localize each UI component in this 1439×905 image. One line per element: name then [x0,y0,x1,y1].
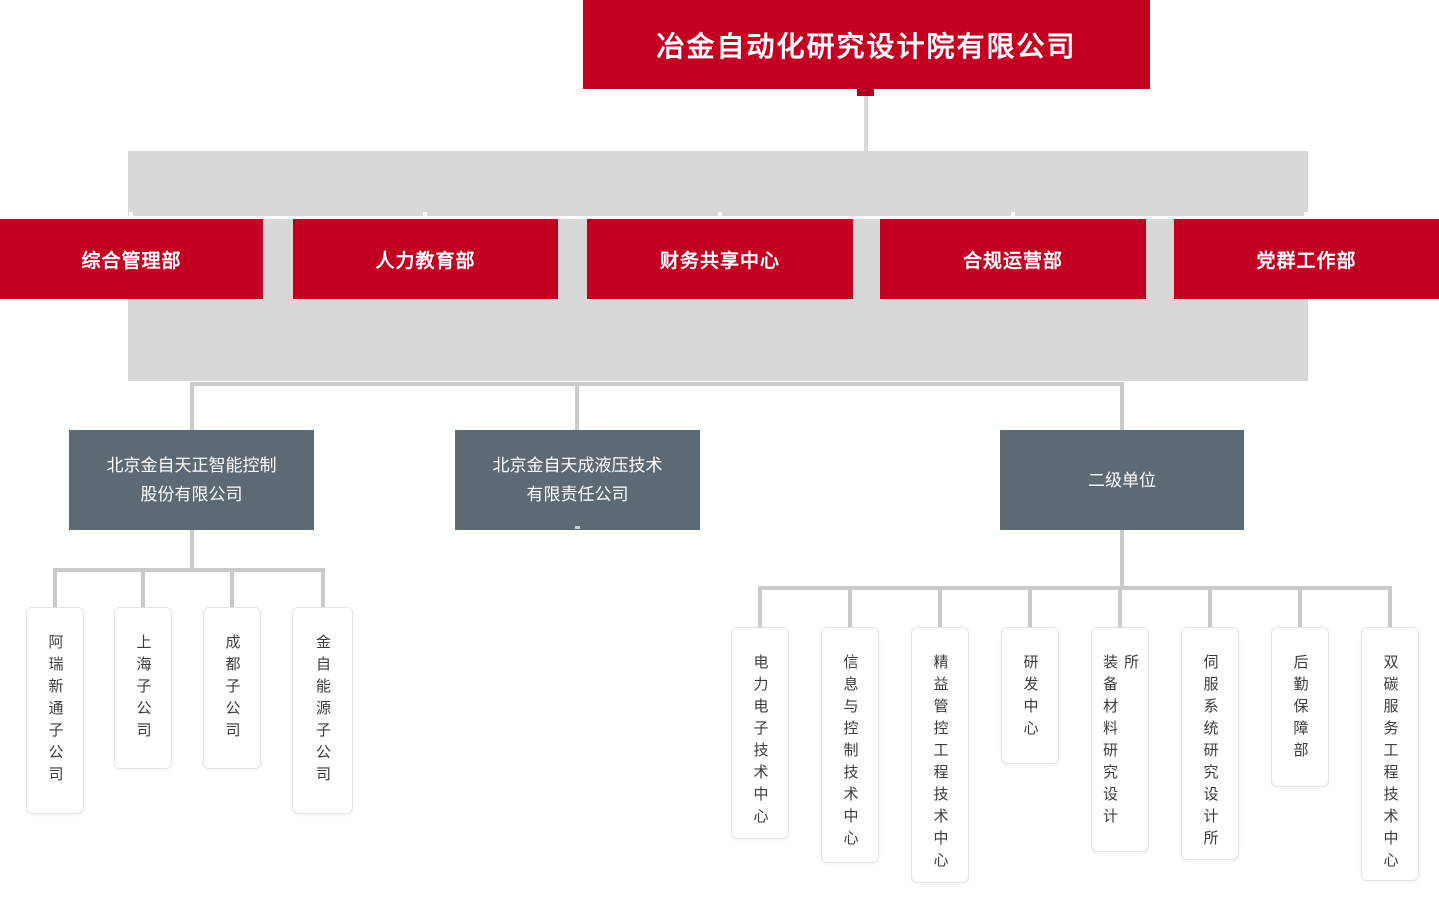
connector-line [141,570,145,607]
connector-line [53,570,57,607]
department-box: 党群工作部 [1174,219,1439,299]
connector-line [1388,588,1392,627]
department-box: 财务共享中心 [587,219,853,299]
subsidiary-child-card: 阿瑞新通子公司 [26,607,84,814]
subsidiary-label-line: 北京金自天正智能控制 [106,456,277,475]
subsidiary-child-label: 上海子公司 [134,634,152,744]
band-divider-line [0,216,1439,219]
secondary-unit-card: 双碳服务工程技术中心 [1361,627,1419,881]
secondary-unit-label: 信息与控制技术中心 [841,654,859,852]
secondary-units-box: 二级单位 [1000,430,1244,530]
connector-line [758,586,1392,590]
subsidiary-label-line: 股份有限公司 [140,485,243,504]
banner-notch [857,89,874,96]
department-box: 合规运营部 [880,219,1146,299]
connector-line [190,382,194,430]
connector-line [938,588,942,627]
secondary-unit-card: 装备材料研究设计所 [1091,627,1149,852]
connector-tick [423,212,427,216]
secondary-unit-label: 研发中心 [1021,654,1039,742]
connector-tick [1304,212,1308,216]
secondary-unit-label: 电力电子技术中心 [751,654,769,830]
connector-line [1208,588,1212,627]
secondary-unit-card: 电力电子技术中心 [731,627,789,839]
subsidiary-label-line: 北京金自天成液压技术 [492,456,663,475]
department-label: 综合管理部 [81,250,182,272]
secondary-unit-label: 双碳服务工程技术中心 [1381,654,1399,874]
connector-line [230,570,234,607]
secondary-unit-label: 后勤保障部 [1291,654,1309,764]
connector-stub-dot [575,526,580,529]
connector-line [1118,588,1122,627]
subsidiary-child-card: 成都子公司 [203,607,261,769]
secondary-unit-label: 精益管控工程技术中心 [931,654,949,874]
connector-root-to-band [864,96,868,151]
department-box: 综合管理部 [0,219,263,299]
connector-line [1120,530,1124,588]
connector-line [575,382,579,430]
subsidiary-child-label: 金自能源子公司 [314,634,331,788]
subsidiary-box: 北京金自天正智能控制 股份有限公司 [69,430,314,530]
connector-line [1028,588,1032,627]
connector-tick [129,212,133,216]
connector-line [758,588,762,627]
subsidiary-child-label: 阿瑞新通子公司 [46,634,64,788]
department-label: 党群工作部 [1256,250,1357,272]
department-box: 人力教育部 [293,219,558,299]
subsidiary-child-label: 成都子公司 [223,634,241,744]
root-company-label: 冶金自动化研究设计院有限公司 [656,30,1077,62]
subsidiary-label-line: 二级单位 [1088,470,1156,490]
connector-line [190,530,194,570]
secondary-unit-card: 精益管控工程技术中心 [911,627,969,883]
secondary-unit-card: 信息与控制技术中心 [821,627,879,863]
connector-line [321,570,325,607]
secondary-unit-card: 研发中心 [1001,627,1059,764]
secondary-unit-card: 后勤保障部 [1271,627,1329,787]
secondary-unit-label: 伺服系统研究设计所 [1201,654,1219,852]
subsidiary-box: 北京金自天成液压技术 有限责任公司 [455,430,700,530]
connector-line [1120,382,1124,430]
department-label: 合规运营部 [962,250,1063,272]
subsidiary-child-card: 上海子公司 [114,607,172,769]
department-label: 人力教育部 [375,250,476,272]
subsidiary-label-line: 有限责任公司 [526,485,629,504]
connector-line [1298,588,1302,627]
connector-line [848,588,852,627]
department-label: 财务共享中心 [659,250,780,272]
subsidiary-child-card: 金自能源子公司 [292,607,353,814]
secondary-unit-label: 装备材料研究设计所 [1101,654,1139,830]
connector-tick [1011,212,1015,216]
secondary-unit-card: 伺服系统研究设计所 [1181,627,1239,860]
connector-line [53,568,325,572]
root-company-box: 冶金自动化研究设计院有限公司 [583,0,1150,89]
connector-line [190,382,1124,386]
connector-tick [718,212,722,216]
